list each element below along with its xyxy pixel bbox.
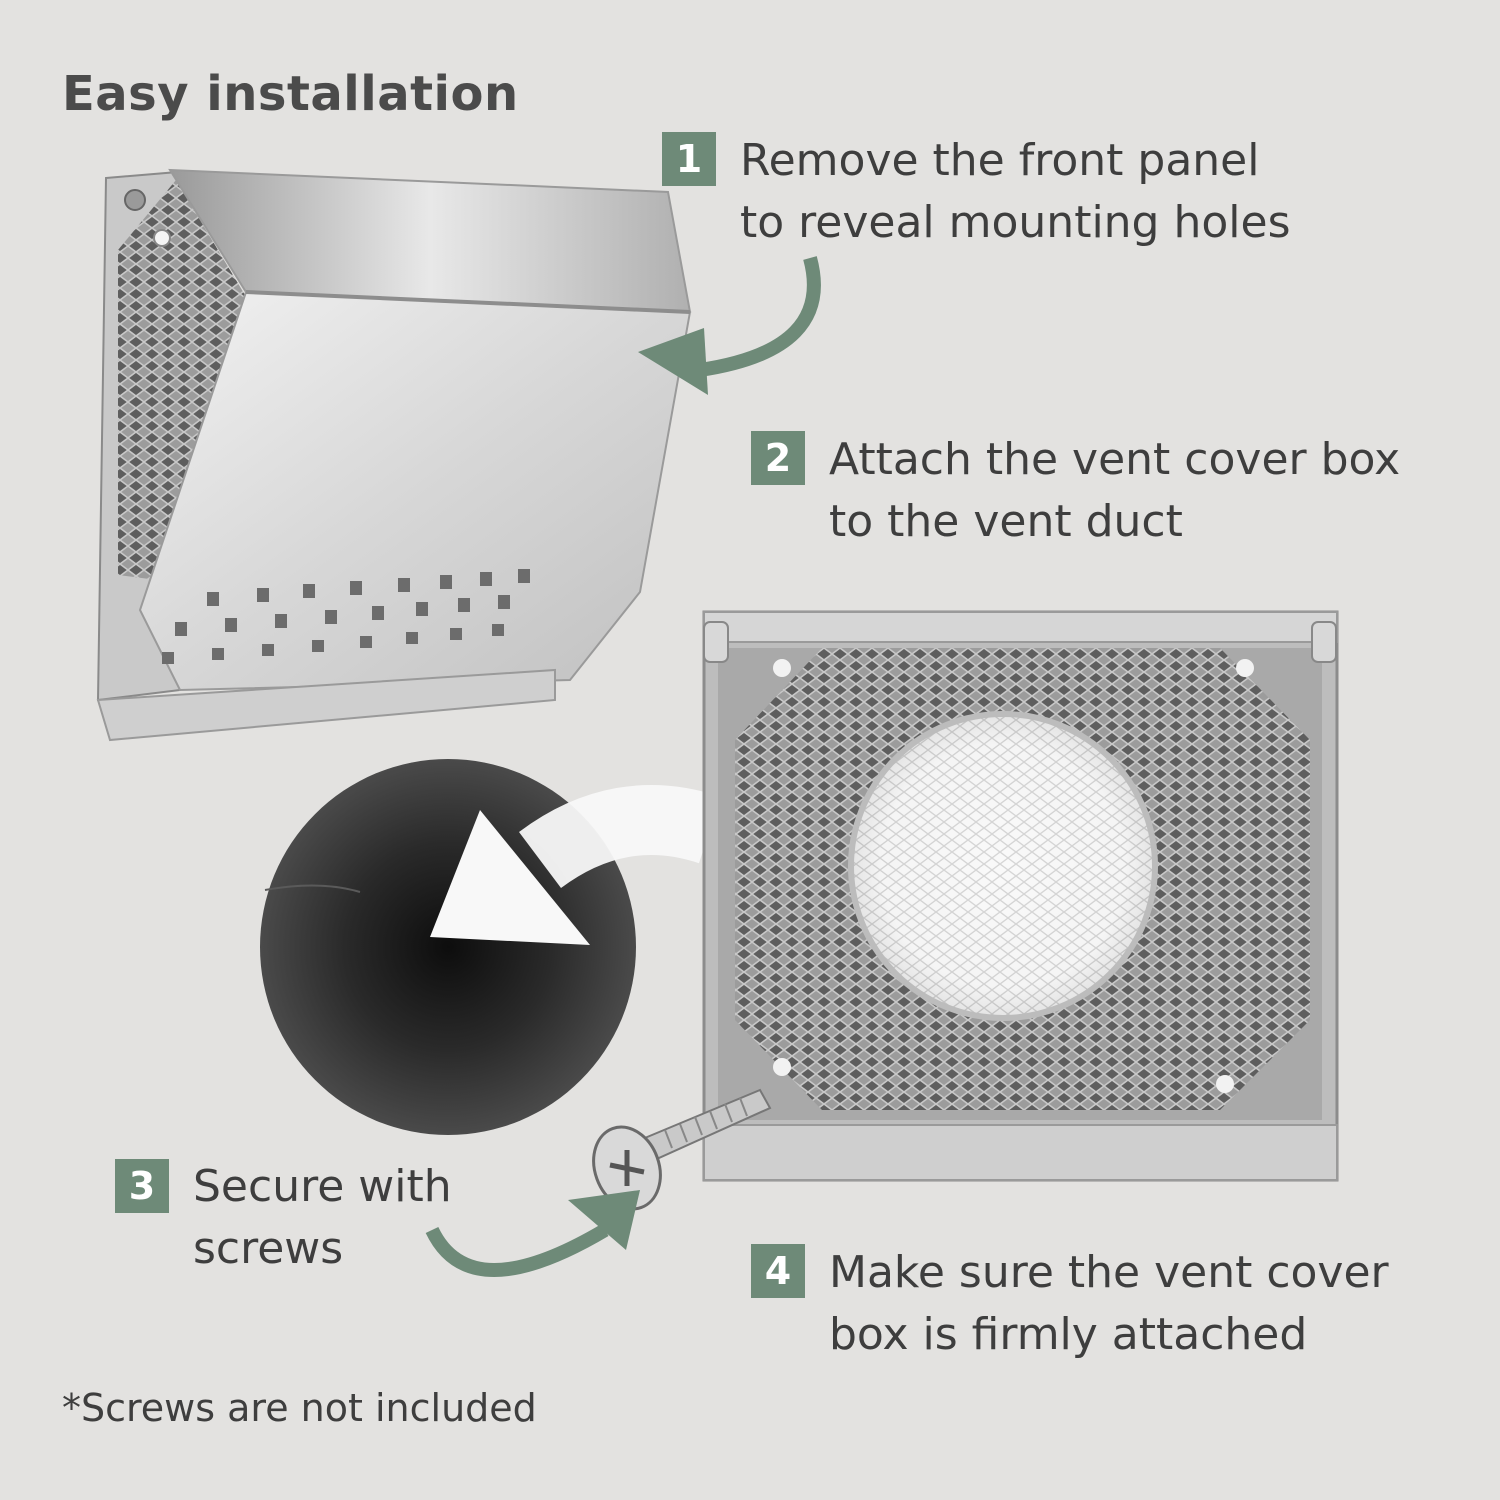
step-2-line-1: Attach the vent cover box — [829, 434, 1401, 485]
step-4-text: Make sure the vent cover box is firmly a… — [829, 1242, 1389, 1366]
step-2-line-2: to the vent duct — [829, 496, 1183, 547]
vent-cover-closed-image — [96, 168, 692, 742]
step-3-text: Secure with screws — [193, 1156, 452, 1280]
step-1-line-1: Remove the front panel — [740, 135, 1260, 186]
step-4-line-2: box is firmly attached — [829, 1309, 1308, 1360]
step-3-line-1: Secure with — [193, 1161, 452, 1212]
step-1-badge: 1 — [662, 132, 716, 186]
step-1-line-2: to reveal mounting holes — [740, 197, 1291, 248]
step-3-badge: 3 — [115, 1159, 169, 1213]
curved-arrow-icon — [425, 1190, 640, 1277]
step-3-line-2: screws — [193, 1223, 344, 1274]
page-title: Easy installation — [62, 66, 519, 122]
curved-arrow-icon — [430, 785, 722, 945]
step-1-text: Remove the front panel to reveal mountin… — [740, 130, 1291, 254]
step-2-text: Attach the vent cover box to the vent du… — [829, 429, 1400, 553]
vent-cover-open-image — [702, 610, 1339, 1182]
step-4-line-1: Make sure the vent cover — [829, 1247, 1389, 1298]
step-2-badge: 2 — [751, 431, 805, 485]
screw-icon — [592, 1088, 772, 1211]
step-4-badge: 4 — [751, 1244, 805, 1298]
curved-arrow-icon — [638, 256, 821, 395]
footnote: *Screws are not included — [62, 1386, 537, 1430]
